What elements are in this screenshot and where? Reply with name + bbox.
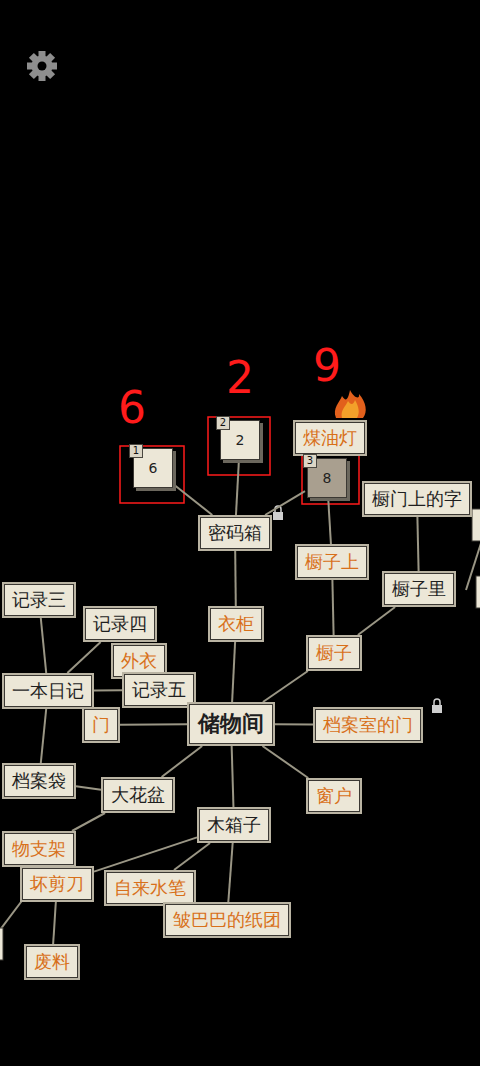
clue-box: 废料	[26, 946, 78, 978]
node-text: 储物间	[198, 709, 264, 739]
connector-line	[275, 723, 313, 725]
clue-box: 物支架	[4, 833, 74, 865]
clue-box: 煤油灯	[295, 422, 365, 454]
connector-line	[72, 813, 105, 831]
item-slot: 83	[307, 458, 347, 498]
connector-line	[332, 580, 333, 635]
clue-box: 档案室的门	[315, 709, 421, 741]
node-text: 2	[217, 417, 229, 429]
room-box: 储物间	[189, 704, 273, 744]
node-text: 档案室的门	[323, 713, 413, 737]
node-text: 记录五	[132, 678, 186, 702]
connector-line	[232, 642, 235, 702]
clue-box: 橱子	[308, 637, 360, 669]
clue-box: 坏剪刀	[22, 868, 92, 900]
node-text: 记录四	[93, 612, 147, 636]
node-text: 坏剪刀	[30, 872, 84, 896]
clue-box: 记录四	[85, 608, 155, 640]
node-text: 橱子	[316, 641, 352, 665]
clue-box: 外衣	[113, 645, 165, 677]
clue-box: 记录三	[4, 584, 74, 616]
connector-line	[120, 723, 187, 726]
fire-icon	[335, 390, 366, 418]
clue-box: 记录五	[124, 674, 194, 706]
clue-box: 皱巴巴的纸团	[165, 904, 289, 936]
node-text: 1	[130, 445, 142, 457]
connector-line	[94, 689, 122, 691]
node-text: 密码箱	[208, 521, 262, 545]
callout-number: 9	[313, 342, 341, 390]
connector-line	[234, 551, 237, 606]
connector-line	[53, 902, 56, 944]
clue-box: 橱子上	[297, 546, 367, 578]
clue-box: 大花盆	[103, 779, 173, 811]
annotation-frame	[302, 452, 359, 504]
connector-line	[162, 746, 203, 777]
node-text: 门	[92, 713, 110, 737]
connector-line	[263, 671, 308, 702]
connector-line	[236, 462, 239, 515]
clue-box: 木箱子	[199, 809, 269, 841]
connector-line	[417, 517, 418, 571]
item-slot: 61	[133, 448, 173, 488]
item-slot: 22	[220, 420, 260, 460]
settings-gear	[27, 51, 57, 81]
connector-line	[174, 843, 210, 870]
slot-badge: 1	[129, 444, 143, 458]
connector-line	[67, 642, 100, 673]
clue-box: 衣柜	[210, 608, 262, 640]
node-text: 3	[304, 455, 316, 467]
callout-number: 2	[226, 354, 254, 402]
node-text: 橱门上的字	[372, 487, 462, 511]
clue-box: 密码箱	[200, 517, 270, 549]
clue-box: 橱子里	[384, 573, 454, 605]
connector-line	[41, 709, 46, 763]
offscreen-box	[472, 509, 480, 541]
node-text: 一本日记	[12, 679, 84, 703]
node-text: 外衣	[121, 649, 157, 673]
node-text: 衣柜	[218, 612, 254, 636]
node-text: 废料	[34, 950, 70, 974]
connector-line	[328, 500, 331, 544]
connector-line	[41, 618, 46, 673]
callout-number: 6	[118, 384, 146, 432]
connector-line	[175, 485, 212, 515]
connector-line	[262, 746, 308, 778]
node-text: 物支架	[12, 837, 66, 861]
connector-fragment	[0, 898, 24, 930]
slot-badge: 3	[303, 454, 317, 468]
slot-badge: 2	[216, 416, 230, 430]
connector-line	[232, 746, 234, 807]
offscreen-box	[476, 576, 480, 608]
connector-line	[94, 837, 197, 871]
node-text: 档案袋	[12, 769, 66, 793]
node-text: 记录三	[12, 588, 66, 612]
node-text: 橱子上	[305, 550, 359, 574]
offscreen-box	[0, 928, 3, 960]
clue-box: 橱门上的字	[364, 483, 470, 515]
node-text: 窗户	[316, 784, 352, 808]
node-text: 皱巴巴的纸团	[173, 908, 281, 932]
connector-line	[358, 607, 395, 635]
clue-box: 档案袋	[4, 765, 74, 797]
clue-box: 自来水笔	[106, 872, 194, 904]
node-text: 木箱子	[207, 813, 261, 837]
node-text: 橱子里	[392, 577, 446, 601]
padlock-icon	[432, 699, 442, 713]
connector-line	[76, 786, 101, 790]
connector-line	[265, 491, 305, 515]
clue-box: 门	[84, 709, 118, 741]
clue-box: 窗户	[308, 780, 360, 812]
node-text: 大花盆	[111, 783, 165, 807]
clue-box: 一本日记	[4, 675, 92, 707]
connector-line	[228, 843, 232, 902]
node-text: 煤油灯	[303, 426, 357, 450]
node-text: 自来水笔	[114, 876, 186, 900]
